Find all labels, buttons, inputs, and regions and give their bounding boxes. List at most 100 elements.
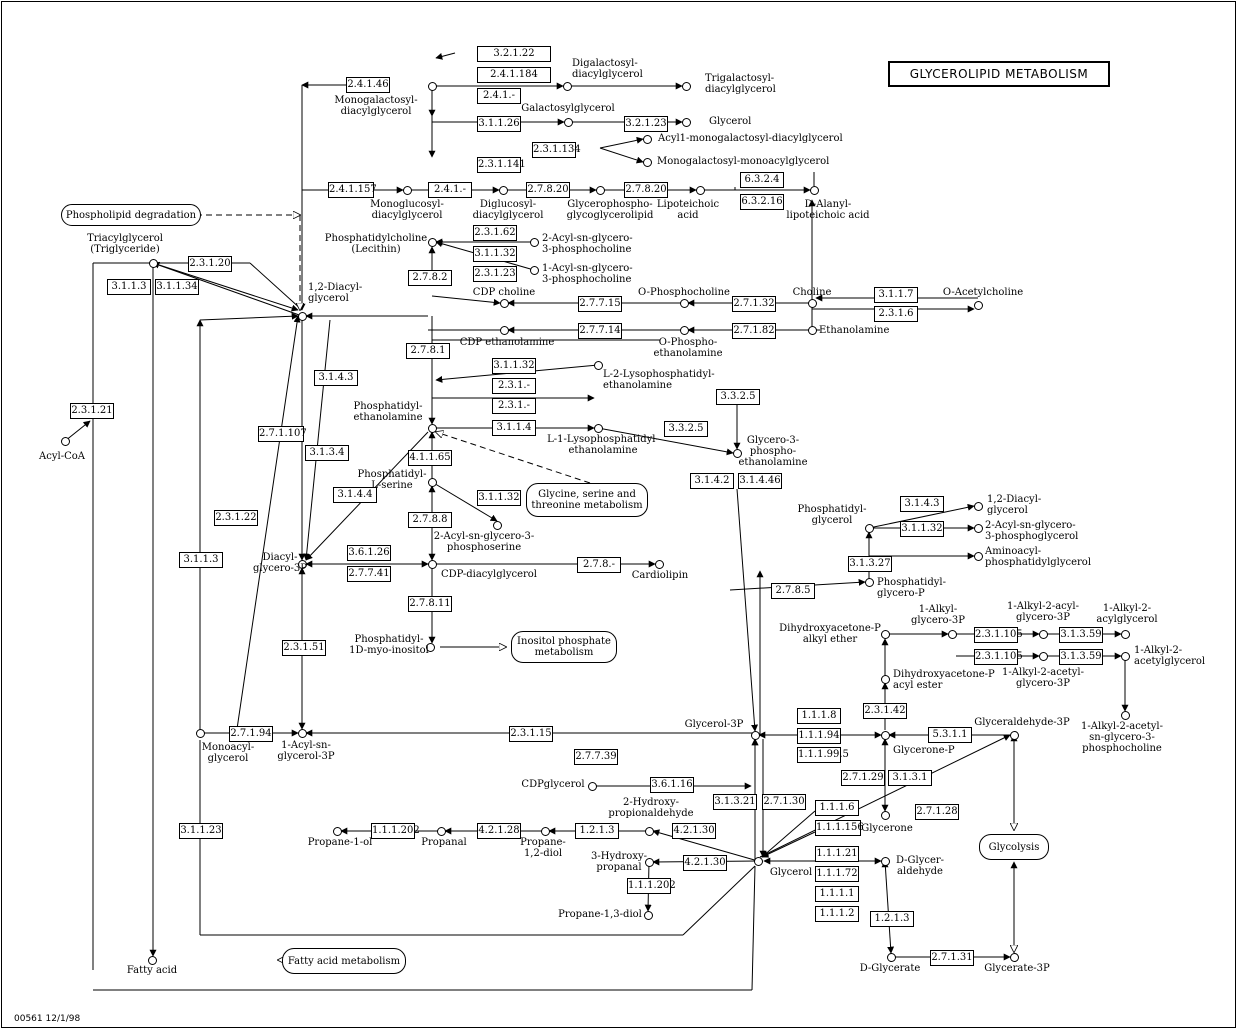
enzyme-box[interactable]: 4.1.1.65: [408, 450, 452, 466]
enzyme-box[interactable]: 2.3.1.22: [214, 510, 258, 526]
enzyme-box[interactable]: 2.7.1.28: [915, 804, 959, 820]
compound-node[interactable]: [298, 560, 307, 569]
compound-node[interactable]: [696, 186, 705, 195]
compound-node[interactable]: [948, 630, 957, 639]
enzyme-box[interactable]: 3.2.1.23: [624, 116, 668, 132]
enzyme-box[interactable]: 1.1.1.72: [815, 866, 859, 882]
enzyme-box[interactable]: 3.1.3.1: [888, 770, 932, 786]
enzyme-box[interactable]: 3.3.2.5: [664, 421, 708, 437]
enzyme-box[interactable]: 2.7.8.20: [526, 182, 570, 198]
enzyme-box[interactable]: 3.1.3.21: [713, 794, 757, 810]
compound-node[interactable]: [530, 266, 539, 275]
enzyme-box[interactable]: 2.7.1.82: [732, 323, 776, 339]
enzyme-box[interactable]: 3.6.1.26: [347, 545, 391, 561]
compound-node[interactable]: [594, 361, 603, 370]
enzyme-box[interactable]: 2.4.1.184: [477, 67, 551, 83]
enzyme-box[interactable]: 2.3.1.21: [70, 403, 114, 419]
enzyme-box[interactable]: 4.2.1.28: [477, 823, 521, 839]
enzyme-box[interactable]: 2.7.7.39: [574, 749, 618, 765]
enzyme-box[interactable]: 3.1.3.59: [1059, 627, 1103, 643]
compound-node[interactable]: [594, 424, 603, 433]
enzyme-box[interactable]: 1.1.1.99.5: [797, 747, 849, 763]
enzyme-box[interactable]: 1.1.1.202: [371, 823, 420, 839]
compound-node[interactable]: [974, 552, 983, 561]
enzyme-box[interactable]: 2.7.7.41: [347, 566, 391, 582]
compound-node[interactable]: [680, 326, 689, 335]
compound-node[interactable]: [493, 521, 502, 530]
enzyme-box[interactable]: 2.7.8.-: [577, 557, 621, 573]
compound-node[interactable]: [437, 827, 446, 836]
compound-node[interactable]: [1039, 630, 1048, 639]
enzyme-box[interactable]: 1.1.1.202: [627, 878, 676, 894]
enzyme-box[interactable]: 3.1.3.59: [1059, 649, 1103, 665]
compound-node[interactable]: [1121, 711, 1130, 720]
enzyme-box[interactable]: 3.1.1.26: [477, 116, 521, 132]
compound-node[interactable]: [428, 238, 437, 247]
compound-node[interactable]: [333, 827, 342, 836]
enzyme-box[interactable]: 3.1.1.32: [900, 521, 944, 537]
compound-node[interactable]: [500, 299, 509, 308]
enzyme-box[interactable]: 2.7.1.31: [930, 950, 974, 966]
enzyme-box[interactable]: 4.2.1.30: [683, 855, 727, 871]
enzyme-box[interactable]: 2.3.1.51: [282, 640, 326, 656]
enzyme-box[interactable]: 3.1.3.27: [848, 556, 892, 572]
enzyme-box[interactable]: 3.1.1.32: [473, 246, 517, 262]
compound-node[interactable]: [808, 326, 817, 335]
enzyme-box[interactable]: 1.1.1.8: [797, 708, 841, 724]
compound-node[interactable]: [426, 643, 435, 652]
pathway-link[interactable]: Glycine, serine and threonine metabolism: [526, 483, 648, 517]
compound-node[interactable]: [149, 259, 158, 268]
compound-node[interactable]: [148, 956, 157, 965]
enzyme-box[interactable]: 5.3.1.1: [928, 727, 972, 743]
compound-node[interactable]: [754, 857, 763, 866]
compound-node[interactable]: [645, 858, 654, 867]
enzyme-box[interactable]: 2.7.8.1: [406, 343, 450, 359]
compound-node[interactable]: [588, 782, 597, 791]
enzyme-box[interactable]: 3.1.1.34: [155, 279, 199, 295]
enzyme-box[interactable]: 2.3.1.42: [863, 703, 907, 719]
enzyme-box[interactable]: 2.3.1.62: [473, 225, 517, 241]
enzyme-box[interactable]: 2.7.8.20: [624, 182, 668, 198]
enzyme-box[interactable]: 2.7.1.94: [229, 726, 273, 742]
compound-node[interactable]: [682, 82, 691, 91]
compound-node[interactable]: [643, 158, 652, 167]
enzyme-box[interactable]: 2.7.1.32: [732, 296, 776, 312]
enzyme-box[interactable]: 3.1.4.46: [738, 473, 782, 489]
enzyme-box[interactable]: 2.3.1.6: [874, 306, 918, 322]
enzyme-box[interactable]: 1.1.1.156: [815, 820, 864, 836]
compound-node[interactable]: [1121, 652, 1130, 661]
compound-node[interactable]: [428, 424, 437, 433]
enzyme-box[interactable]: 3.1.4.4: [333, 487, 377, 503]
enzyme-box[interactable]: 2.4.1.-: [428, 182, 472, 198]
compound-node[interactable]: [563, 82, 572, 91]
enzyme-box[interactable]: 2.7.7.14: [578, 323, 622, 339]
enzyme-box[interactable]: 1.1.1.6: [815, 800, 859, 816]
enzyme-box[interactable]: 2.3.1.141: [477, 157, 526, 173]
enzyme-box[interactable]: 3.6.1.16: [650, 777, 694, 793]
compound-node[interactable]: [865, 524, 874, 533]
compound-node[interactable]: [643, 135, 652, 144]
enzyme-box[interactable]: 2.7.1.107: [258, 426, 307, 442]
enzyme-box[interactable]: 1.1.1.21: [815, 846, 859, 862]
enzyme-box[interactable]: 3.1.1.3: [107, 279, 151, 295]
compound-node[interactable]: [682, 118, 691, 127]
enzyme-box[interactable]: 3.1.4.2: [690, 473, 734, 489]
compound-node[interactable]: [680, 299, 689, 308]
compound-node[interactable]: [564, 118, 573, 127]
enzyme-box[interactable]: 3.1.4.3: [900, 496, 944, 512]
enzyme-box[interactable]: 2.4.1.-: [477, 88, 521, 104]
enzyme-box[interactable]: 2.7.8.5: [771, 583, 815, 599]
enzyme-box[interactable]: 2.3.1.23: [473, 266, 517, 282]
enzyme-box[interactable]: 1.1.1.1: [815, 886, 859, 902]
enzyme-box[interactable]: 2.3.1.105: [974, 627, 1023, 643]
enzyme-box[interactable]: 3.1.1.7: [874, 287, 918, 303]
enzyme-box[interactable]: 6.3.2.16: [740, 194, 784, 210]
enzyme-box[interactable]: 2.7.8.11: [408, 596, 452, 612]
enzyme-box[interactable]: 6.3.2.4: [740, 172, 784, 188]
compound-node[interactable]: [974, 524, 983, 533]
compound-node[interactable]: [1039, 652, 1048, 661]
pathway-link[interactable]: Fatty acid metabolism: [282, 948, 406, 974]
enzyme-box[interactable]: 3.2.1.22: [477, 46, 551, 62]
compound-node[interactable]: [428, 82, 437, 91]
enzyme-box[interactable]: 2.3.1.134: [532, 142, 581, 158]
